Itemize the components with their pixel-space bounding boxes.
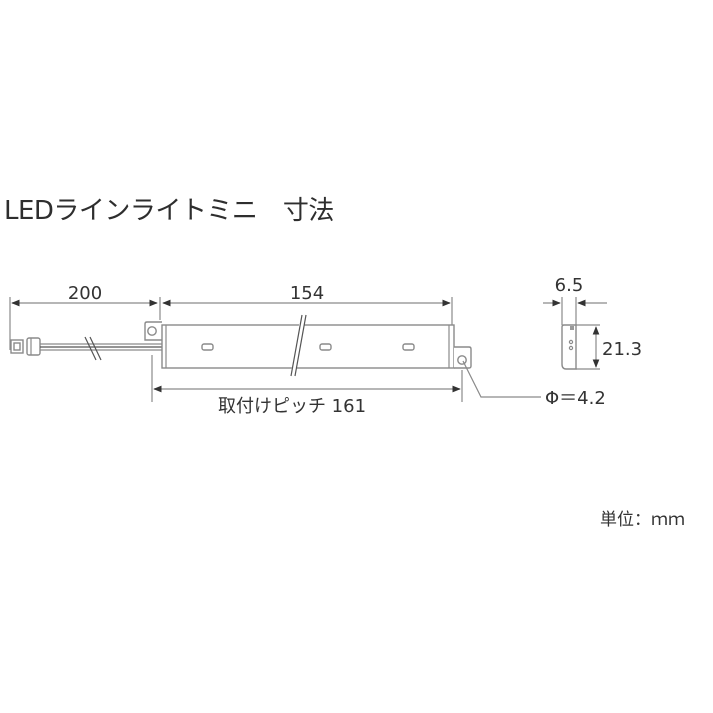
side-view: 6.5 21.3 xyxy=(543,275,642,370)
light-body xyxy=(161,314,455,377)
mounting-pitch-label: 取付けピッチ 161 xyxy=(218,396,366,417)
side-height-label: 21.3 xyxy=(602,339,642,360)
led-chip xyxy=(402,343,415,351)
led-chip xyxy=(201,343,214,351)
side-width-label: 6.5 xyxy=(555,275,584,296)
cable-length-label: 200 xyxy=(68,283,102,304)
side-led-marker xyxy=(570,326,574,330)
hole-leader-line xyxy=(462,360,541,398)
front-view: 200 154 取付けピッチ 161 xyxy=(9,283,606,417)
left-mounting-tab xyxy=(144,321,162,341)
right-mounting-tab xyxy=(454,346,472,369)
drawing-title: LEDラインライトミニ 寸法 xyxy=(4,196,334,226)
body-length-label: 154 xyxy=(290,283,324,304)
cable xyxy=(40,336,163,361)
led-chip xyxy=(319,343,332,351)
side-profile xyxy=(561,324,577,370)
unit-label: 単位：ｍｍ xyxy=(600,510,685,530)
connector xyxy=(10,337,41,356)
hole-diameter-label: Φ＝4.2 xyxy=(545,388,606,409)
